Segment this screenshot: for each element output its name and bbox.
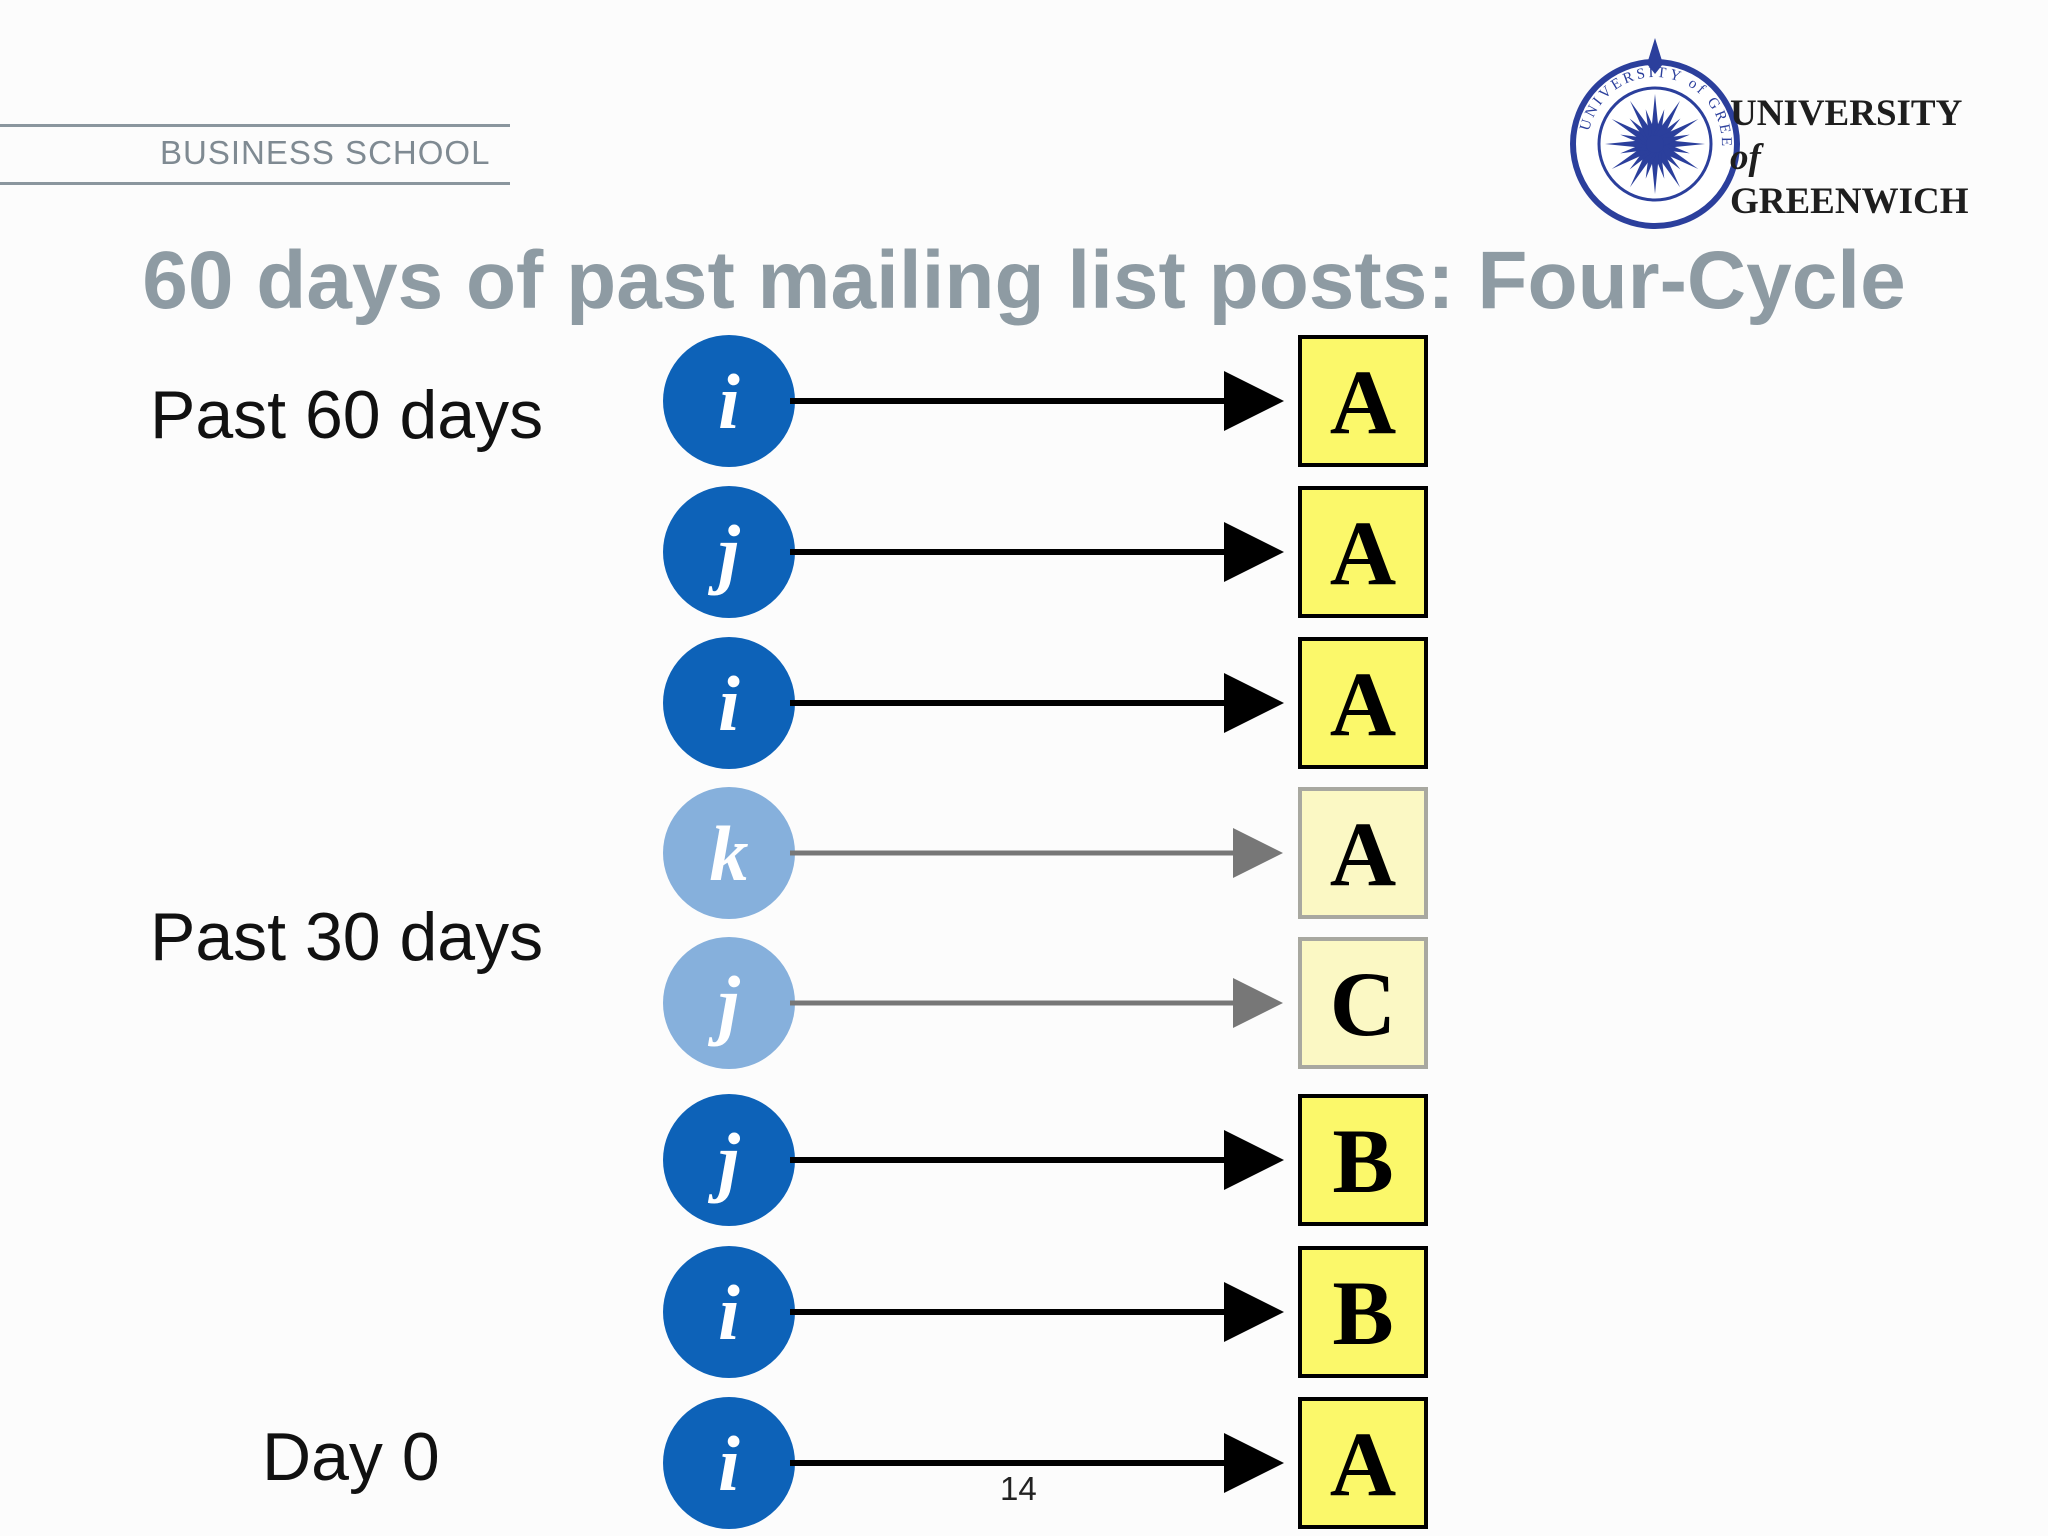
person-node bbox=[663, 1094, 795, 1226]
label-past-30-days: Past 30 days bbox=[150, 899, 544, 975]
label-day-0: Day 0 bbox=[262, 1419, 440, 1495]
list-box bbox=[1298, 1094, 1428, 1226]
list-label: B bbox=[1332, 1110, 1393, 1212]
list-box bbox=[1298, 1246, 1428, 1378]
person-node bbox=[663, 1246, 795, 1378]
person-node bbox=[663, 787, 795, 919]
person-label: i bbox=[718, 1420, 740, 1507]
logo-greenwich-text: GREENWICH bbox=[1730, 181, 1969, 222]
list-label: A bbox=[1330, 502, 1396, 604]
school-name: BUSINESS SCHOOL bbox=[160, 134, 491, 171]
university-seal-logo: UNIVERSITY of GREENWICH bbox=[1550, 34, 1740, 229]
list-label: A bbox=[1330, 653, 1396, 755]
header-rule-top bbox=[0, 124, 510, 127]
list-label: B bbox=[1332, 1262, 1393, 1364]
list-box bbox=[1298, 1397, 1428, 1529]
list-label: A bbox=[1330, 1413, 1396, 1515]
person-node bbox=[663, 335, 795, 467]
list-box bbox=[1298, 637, 1428, 769]
person-label: i bbox=[718, 660, 740, 747]
person-label: i bbox=[718, 1269, 740, 1356]
person-node bbox=[663, 637, 795, 769]
logo-of-text: of bbox=[1730, 137, 1761, 178]
list-label: A bbox=[1330, 351, 1396, 453]
list-label: A bbox=[1330, 803, 1396, 905]
list-label: C bbox=[1330, 953, 1396, 1055]
header-rule-bottom bbox=[0, 182, 510, 185]
page-number: 14 bbox=[1000, 1470, 1037, 1507]
person-label: i bbox=[718, 358, 740, 445]
slide-title: 60 days of past mailing list posts: Four… bbox=[142, 235, 1906, 326]
person-node bbox=[663, 937, 795, 1069]
list-box bbox=[1298, 937, 1428, 1069]
list-box bbox=[1298, 335, 1428, 467]
person-node bbox=[663, 1397, 795, 1529]
person-node bbox=[663, 486, 795, 618]
person-label: k bbox=[710, 810, 749, 897]
label-past-60-days: Past 60 days bbox=[150, 377, 544, 453]
list-box bbox=[1298, 787, 1428, 919]
list-box bbox=[1298, 486, 1428, 618]
logo-university-text: UNIVERSITY bbox=[1730, 93, 1963, 134]
